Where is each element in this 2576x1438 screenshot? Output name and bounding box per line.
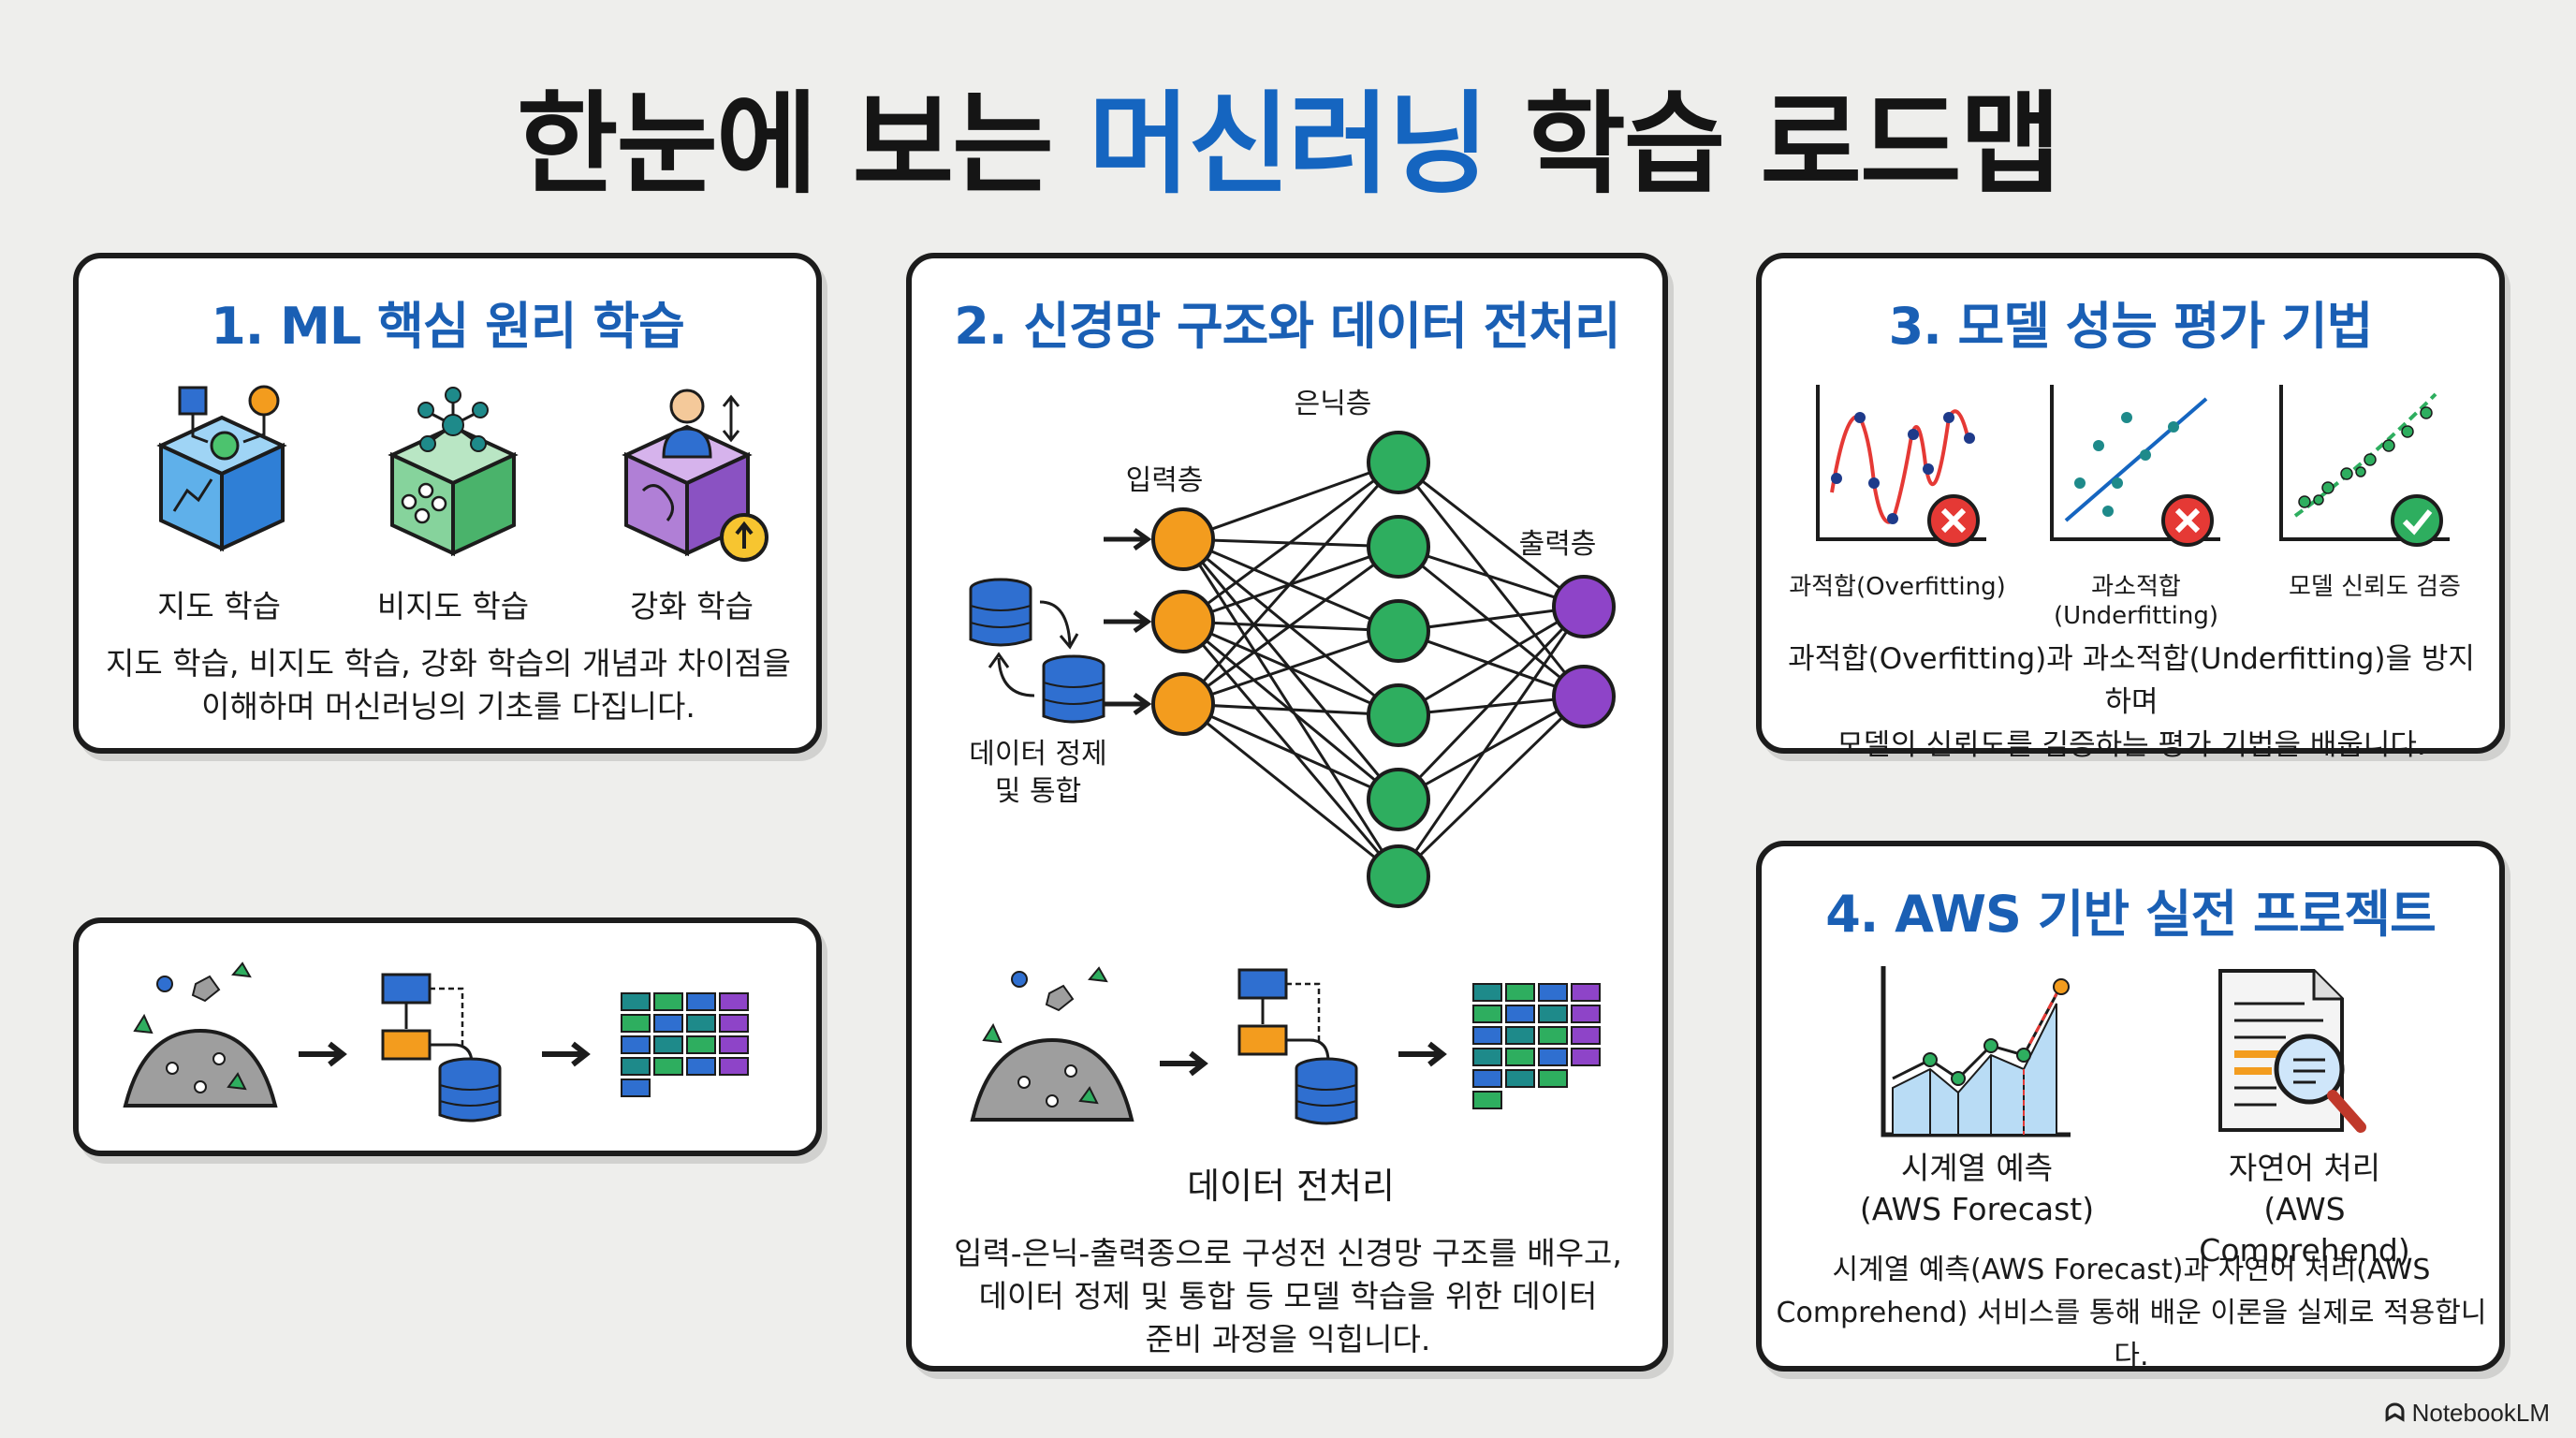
input-node bbox=[1151, 507, 1215, 571]
nn-connection bbox=[1182, 629, 1399, 706]
cube-reinforcement-icon bbox=[622, 389, 768, 562]
cube-unsupervised-icon bbox=[388, 387, 519, 557]
hidden-node bbox=[1367, 515, 1430, 579]
card3-heading: 3. 모델 성능 평가 기법 bbox=[1888, 297, 2374, 356]
card2-desc-line3: 준비 과정을 익힙니다. bbox=[1145, 1321, 1431, 1357]
nn-connection bbox=[1181, 538, 1400, 877]
chart-label-validation: 모델 신뢰도 검증 bbox=[2289, 573, 2461, 601]
structured-grid-icon bbox=[621, 992, 749, 1097]
data-clean-line1: 데이터 정제 bbox=[969, 738, 1107, 770]
document-magnifier-icon bbox=[2218, 969, 2366, 1133]
card4-desc-line1: 시계열 예측(AWS Forecast)과 자연어 처리(AWS bbox=[1832, 1254, 2431, 1286]
hidden-node bbox=[1367, 431, 1430, 494]
hidden-node bbox=[1367, 768, 1430, 831]
nn-connection bbox=[1181, 462, 1400, 705]
data-pipeline-illustration bbox=[123, 961, 749, 1123]
card2-desc-line1: 입력-은닉-출력종으로 구성전 신경망 구조를 배우고, bbox=[954, 1235, 1622, 1271]
input-arrow-icon bbox=[1104, 609, 1152, 634]
raw-data-pile-icon bbox=[123, 961, 278, 1108]
page-title: 한눈에 보는 머신러닝 학습 로드맵 bbox=[0, 54, 2576, 214]
input-arrow-icon bbox=[1104, 527, 1152, 551]
nn-connection bbox=[1397, 606, 1586, 877]
card1-desc-line1: 지도 학습, 비지도 학습, 강화 학습의 개념과 차이점을 bbox=[106, 645, 791, 682]
validation-chart-icon bbox=[2279, 385, 2450, 547]
card2-description: 입력-은닉-출력종으로 구성전 신경망 구조를 배우고, 데이터 정제 및 통합… bbox=[930, 1232, 1646, 1361]
hidden-node bbox=[1367, 683, 1430, 747]
card1-description: 지도 학습, 비지도 학습, 강화 학습의 개념과 차이점을 이해하며 머신러닝… bbox=[97, 642, 799, 728]
output-node bbox=[1552, 665, 1616, 728]
nn-connection bbox=[1182, 702, 1399, 801]
card-aws-project: 4. AWS 기반 실전 프로젝트 시계열 예측 (AWS Forecast) … bbox=[1756, 841, 2505, 1372]
card1-item-supervised: 지도 학습 bbox=[157, 588, 281, 624]
card4-description: 시계열 예측(AWS Forecast)과 자연어 처리(AWS Compreh… bbox=[1771, 1249, 2492, 1378]
aws-forecast-label: 시계열 예측 (AWS Forecast) bbox=[1846, 1148, 2108, 1230]
nn-connection bbox=[1398, 629, 1585, 698]
nn-connection bbox=[1182, 702, 1399, 717]
line-chart-icon bbox=[1881, 966, 2071, 1137]
nn-connection bbox=[1397, 605, 1586, 801]
nn-connection bbox=[1182, 461, 1399, 624]
card3-desc-line1: 과적합(Overfitting)과 과소적합(Underfitting)을 방지… bbox=[1788, 642, 2475, 719]
nn-connection bbox=[1398, 605, 1585, 717]
card4-desc-line2: Comprehend) 서비스를 통해 배운 이론을 실제로 적용합니다. bbox=[1776, 1297, 2487, 1372]
watermark-text: NotebookLM bbox=[2411, 1399, 2550, 1427]
nn-connection bbox=[1397, 462, 1586, 697]
hidden-node bbox=[1367, 844, 1430, 908]
flowchart-icon bbox=[381, 973, 502, 1123]
nn-connection bbox=[1181, 621, 1400, 877]
aws-comprehend-line2: (AWS Comprehend) bbox=[2199, 1191, 2410, 1269]
nn-connection bbox=[1398, 461, 1585, 609]
nn-connection bbox=[1398, 695, 1585, 801]
cube-supervised-icon bbox=[156, 385, 287, 552]
neural-network-diagram bbox=[1104, 431, 1616, 908]
card3-description: 과적합(Overfitting)과 과소적합(Underfitting)을 방지… bbox=[1780, 638, 2482, 767]
card1-item-reinforcement: 강화 학습 bbox=[630, 588, 754, 624]
nn-connection bbox=[1182, 545, 1399, 706]
nn-connection bbox=[1397, 695, 1586, 878]
database-loop-icon bbox=[969, 578, 1105, 724]
card2-desc-line2: 데이터 정제 및 통합 등 모델 학습을 위한 데이터 bbox=[978, 1278, 1598, 1314]
card-ml-principles: 1. ML 핵심 원리 학습 지도 학습 비지도 학습 bbox=[73, 253, 822, 754]
card-model-evaluation: 3. 모델 성능 평가 기법 과적합(Overfitting) 과소적합(Und… bbox=[1756, 253, 2505, 762]
input-arrow-icon bbox=[1104, 692, 1152, 716]
chart-label-underfitting: 과소적합(Underfitting) bbox=[2054, 573, 2218, 630]
input-node bbox=[1151, 590, 1215, 653]
title-part1: 한눈에 보는 bbox=[516, 80, 1089, 209]
preprocess-label: 데이터 전처리 bbox=[1187, 1166, 1395, 1207]
title-part2: 학습 로드맵 bbox=[1487, 80, 2061, 209]
nn-connection bbox=[1398, 545, 1585, 609]
card-neural-network: 2. 신경망 구조와 데이터 전처리 은닉층 입력층 출력층 데이터 정제 및 … bbox=[906, 253, 1668, 1372]
underfitting-chart-icon bbox=[2050, 385, 2220, 547]
watermark: ᗣ NotebookLM bbox=[2385, 1399, 2550, 1429]
overfitting-chart-icon bbox=[1816, 385, 1986, 547]
nn-connection bbox=[1398, 545, 1585, 698]
data-clean-label: 데이터 정제 및 통합 bbox=[949, 736, 1127, 811]
layer-output-label: 출력층 bbox=[1518, 528, 1597, 561]
aws-comprehend-line1: 자연어 처리 bbox=[2228, 1150, 2381, 1186]
output-node bbox=[1552, 575, 1616, 638]
card1-item-unsupervised: 비지도 학습 bbox=[376, 588, 530, 624]
preprocess-pipeline-illustration bbox=[970, 966, 1601, 1125]
layer-hidden-label: 은닉층 bbox=[1294, 388, 1372, 420]
card1-desc-line2: 이해하며 머신러닝의 기초를 다집니다. bbox=[201, 688, 695, 725]
aws-comprehend-label: 자연어 처리 (AWS Comprehend) bbox=[2155, 1148, 2454, 1271]
chart-label-overfitting: 과적합(Overfitting) bbox=[1789, 573, 2006, 601]
aws-forecast-line2: (AWS Forecast) bbox=[1859, 1191, 2095, 1227]
data-clean-line2: 및 통합 bbox=[994, 775, 1082, 808]
nn-connection bbox=[1182, 702, 1399, 878]
notebooklm-logo-icon: ᗣ bbox=[2384, 1399, 2412, 1427]
title-accent: 머신러닝 bbox=[1088, 80, 1489, 209]
input-node bbox=[1151, 672, 1215, 736]
layer-input-label: 입력층 bbox=[1125, 464, 1204, 497]
card-data-pipeline bbox=[73, 917, 822, 1156]
card1-heading: 1. ML 핵심 원리 학습 bbox=[211, 297, 685, 356]
nn-connection bbox=[1182, 461, 1399, 541]
card3-desc-line2: 모델의 신뢰도를 김증하는 평가 기법을 배웁니다. bbox=[1837, 728, 2426, 762]
card4-heading: 4. AWS 기반 실전 프로젝트 bbox=[1825, 885, 2437, 944]
hidden-node bbox=[1367, 599, 1430, 663]
aws-forecast-line1: 시계열 예측 bbox=[1900, 1150, 2054, 1186]
card2-heading: 2. 신경망 구조와 데이터 전처리 bbox=[954, 297, 1620, 356]
